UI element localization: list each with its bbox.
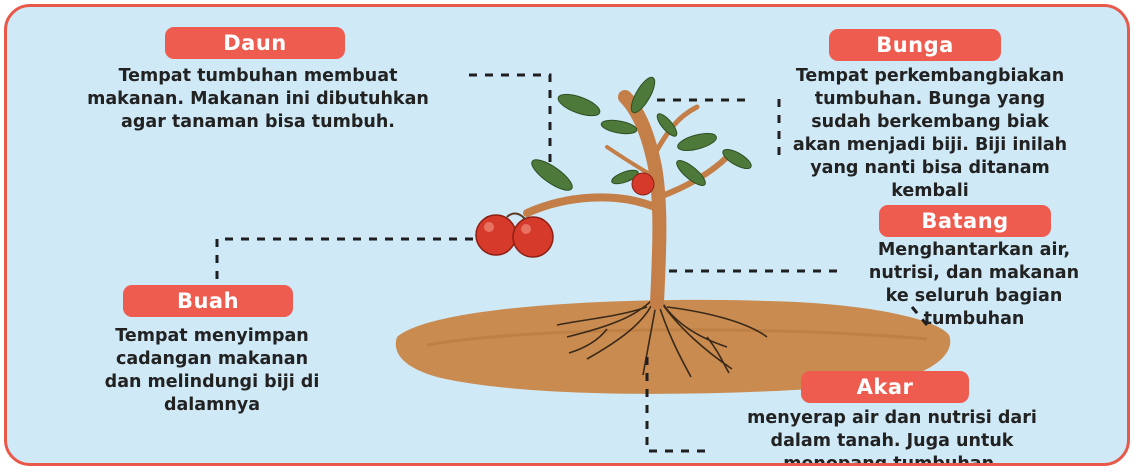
desc-batang-line: tumbuhan xyxy=(829,308,1119,331)
desc-akar-line: dalam tanah. Juga untuk xyxy=(697,430,1087,453)
desc-buah-line: Tempat menyimpan xyxy=(47,325,377,348)
desc-bunga-line: Tempat perkembangbiakan xyxy=(755,65,1105,88)
label-batang: Batang xyxy=(879,205,1051,237)
desc-daun-line: agar tanaman bisa tumbuh. xyxy=(13,111,503,134)
desc-daun: Tempat tumbuhan membuat makanan. Makanan… xyxy=(13,65,503,134)
desc-batang-line: ke seluruh bagian xyxy=(829,285,1119,308)
diagram-frame: Daun Tempat tumbuhan membuat makanan. Ma… xyxy=(4,4,1130,466)
desc-buah-line: dan melindungi biji di xyxy=(47,371,377,394)
desc-bunga-line: kembali xyxy=(755,180,1105,203)
desc-buah-line: dalamnya xyxy=(47,394,377,417)
desc-buah: Tempat menyimpan cadangan makanan dan me… xyxy=(47,325,377,417)
desc-batang-line: nutrisi, dan makanan xyxy=(829,262,1119,285)
desc-bunga-line: tumbuhan. Bunga yang xyxy=(755,88,1105,111)
desc-bunga-line: akan menjadi biji. Biji inilah xyxy=(755,134,1105,157)
desc-bunga: Tempat perkembangbiakan tumbuhan. Bunga … xyxy=(755,65,1105,203)
label-bunga: Bunga xyxy=(829,29,1001,61)
label-akar: Akar xyxy=(801,371,969,403)
desc-daun-line: Tempat tumbuhan membuat xyxy=(13,65,503,88)
desc-bunga-line: sudah berkembang biak xyxy=(755,111,1105,134)
desc-akar: menyerap air dan nutrisi dari dalam tana… xyxy=(697,407,1087,466)
desc-akar-line: menyerap air dan nutrisi dari xyxy=(697,407,1087,430)
label-buah: Buah xyxy=(123,285,293,317)
label-daun: Daun xyxy=(165,27,345,59)
desc-daun-line: makanan. Makanan ini dibutuhkan xyxy=(13,88,503,111)
desc-batang: Menghantarkan air, nutrisi, dan makanan … xyxy=(829,239,1119,331)
desc-bunga-line: yang nanti bisa ditanam xyxy=(755,157,1105,180)
desc-buah-line: cadangan makanan xyxy=(47,348,377,371)
desc-akar-line: menopang tumbuhan. xyxy=(697,453,1087,466)
desc-batang-line: Menghantarkan air, xyxy=(829,239,1119,262)
